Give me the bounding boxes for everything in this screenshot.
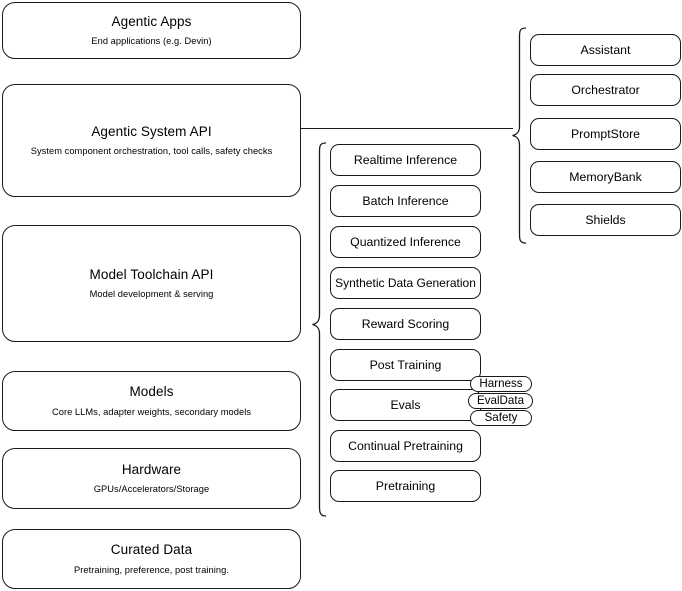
- layer-title: Agentic System API: [91, 123, 212, 139]
- component-label: Quantized Inference: [350, 234, 461, 249]
- layer-title: Agentic Apps: [111, 13, 192, 29]
- layer-box-models[interactable]: Models Core LLMs, adapter weights, secon…: [2, 371, 301, 431]
- component-box-post-training[interactable]: Post Training: [330, 349, 481, 381]
- pill-harness[interactable]: Harness: [470, 376, 532, 392]
- brace-toolchain-components: [312, 142, 327, 517]
- layer-title: Hardware: [121, 461, 182, 477]
- component-label: Evals: [390, 397, 421, 412]
- component-box-promptstore[interactable]: PromptStore: [530, 118, 681, 150]
- component-label: Reward Scoring: [361, 316, 450, 331]
- component-label: Post Training: [369, 357, 442, 372]
- component-box-orchestrator[interactable]: Orchestrator: [530, 74, 681, 106]
- layer-subtitle: Pretraining, preference, post training.: [74, 564, 229, 575]
- layer-box-agentic-apps[interactable]: Agentic Apps End applications (e.g. Devi…: [2, 2, 301, 59]
- component-label: PromptStore: [570, 126, 641, 141]
- component-box-memorybank[interactable]: MemoryBank: [530, 161, 681, 193]
- component-label: Orchestrator: [571, 82, 640, 97]
- component-label: Batch Inference: [362, 193, 449, 208]
- pill-label: EvalData: [476, 393, 525, 407]
- pill-label: Safety: [484, 410, 518, 424]
- pill-evaldata[interactable]: EvalData: [468, 393, 533, 409]
- layer-box-hardware[interactable]: Hardware GPUs/Accelerators/Storage: [2, 448, 301, 509]
- layer-box-agentic-system-api[interactable]: Agentic System API System component orch…: [2, 84, 301, 197]
- component-box-batch-inference[interactable]: Batch Inference: [330, 185, 481, 217]
- layer-title: Model Toolchain API: [89, 266, 214, 282]
- component-label: Synthetic Data Generation: [335, 275, 476, 290]
- connector-agentic-system-api-to-components: [301, 128, 513, 130]
- layer-subtitle: System component orchestration, tool cal…: [30, 146, 273, 157]
- pill-label: Harness: [479, 376, 523, 390]
- layer-title: Curated Data: [110, 542, 193, 558]
- component-label: Assistant: [580, 42, 631, 57]
- component-box-continual-pretraining[interactable]: Continual Pretraining: [330, 430, 481, 462]
- component-label: Shields: [585, 212, 626, 227]
- layer-subtitle: Core LLMs, adapter weights, secondary mo…: [51, 406, 252, 417]
- layer-box-model-toolchain-api[interactable]: Model Toolchain API Model development & …: [2, 225, 301, 342]
- component-label: MemoryBank: [569, 169, 642, 184]
- component-box-pretraining[interactable]: Pretraining: [330, 470, 481, 502]
- brace-system-components: [512, 27, 527, 244]
- component-box-synthetic-data-generation[interactable]: Synthetic Data Generation: [330, 267, 481, 299]
- layer-box-curated-data[interactable]: Curated Data Pretraining, preference, po…: [2, 529, 301, 589]
- component-label: Continual Pretraining: [348, 438, 463, 453]
- component-label: Realtime Inference: [353, 152, 458, 167]
- layer-title: Models: [129, 384, 174, 400]
- layer-subtitle: End applications (e.g. Devin): [91, 36, 212, 47]
- component-box-evals[interactable]: Evals: [330, 389, 481, 421]
- layer-subtitle: Model development & serving: [89, 289, 214, 300]
- component-label: Pretraining: [375, 478, 436, 493]
- component-box-assistant[interactable]: Assistant: [530, 34, 681, 66]
- pill-safety[interactable]: Safety: [470, 410, 532, 426]
- layer-subtitle: GPUs/Accelerators/Storage: [93, 484, 210, 495]
- component-box-reward-scoring[interactable]: Reward Scoring: [330, 308, 481, 340]
- component-box-realtime-inference[interactable]: Realtime Inference: [330, 144, 481, 176]
- component-box-quantized-inference[interactable]: Quantized Inference: [330, 226, 481, 258]
- component-box-shields[interactable]: Shields: [530, 204, 681, 236]
